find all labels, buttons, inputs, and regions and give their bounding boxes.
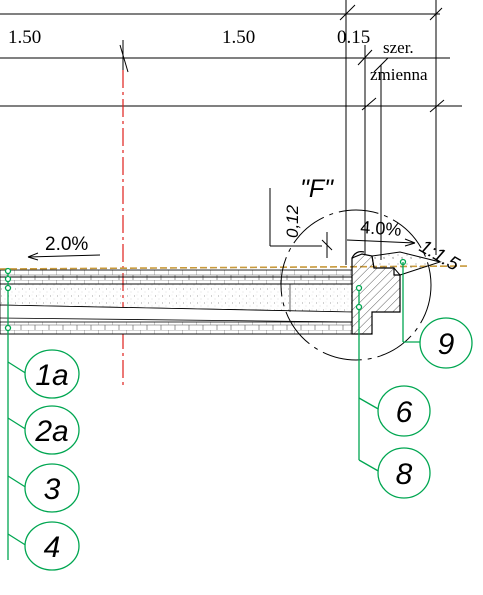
callout-6-circle (377, 385, 431, 437)
callout-6-label: 6 (396, 396, 413, 429)
layer-callouts (4, 258, 473, 571)
callout-2a-circle (24, 405, 80, 455)
callout-8-circle (377, 447, 431, 499)
curb (351, 251, 442, 335)
detail-f-circle (280, 209, 432, 361)
curb-height-dimension (269, 188, 333, 258)
callout-2a-label: 2a (34, 415, 68, 448)
curb-stone (351, 253, 401, 335)
slope-arrows (27, 238, 416, 261)
layer-4-subbase (0, 321, 353, 335)
layer-1a-surface (0, 269, 353, 278)
dimension-variable-label-1: szer. (383, 38, 414, 57)
callout-8-label: 8 (396, 458, 413, 491)
curb-height-text: 0,12 (283, 204, 302, 238)
dimension-left: 1.50 (8, 27, 41, 48)
dimension-curb: 0.15 (337, 27, 370, 48)
callout-3-circle (24, 463, 80, 513)
pavement-layers (0, 269, 353, 335)
curb-backing (371, 251, 442, 276)
dimension-lines (0, 0, 462, 265)
slope-embankment-text: 1:1.5 (416, 236, 463, 276)
callout-4-label: 4 (44, 531, 61, 564)
callout-9-label: 9 (438, 328, 455, 361)
callout-1a-label: 1a (35, 359, 68, 392)
layer-2a-binder (0, 276, 353, 285)
callout-1a-circle (24, 349, 80, 399)
callout-4-circle (24, 521, 80, 571)
callout-9-circle (419, 317, 473, 369)
detail-f-label: "F" (300, 175, 334, 203)
dimension-variable-label-2: zmienna (370, 65, 428, 84)
slope-curb-text: 4.0% (360, 217, 402, 240)
dimension-middle: 1.50 (222, 27, 255, 48)
slope-road-text: 2.0% (45, 234, 88, 255)
callout-3-label: 3 (44, 473, 61, 506)
